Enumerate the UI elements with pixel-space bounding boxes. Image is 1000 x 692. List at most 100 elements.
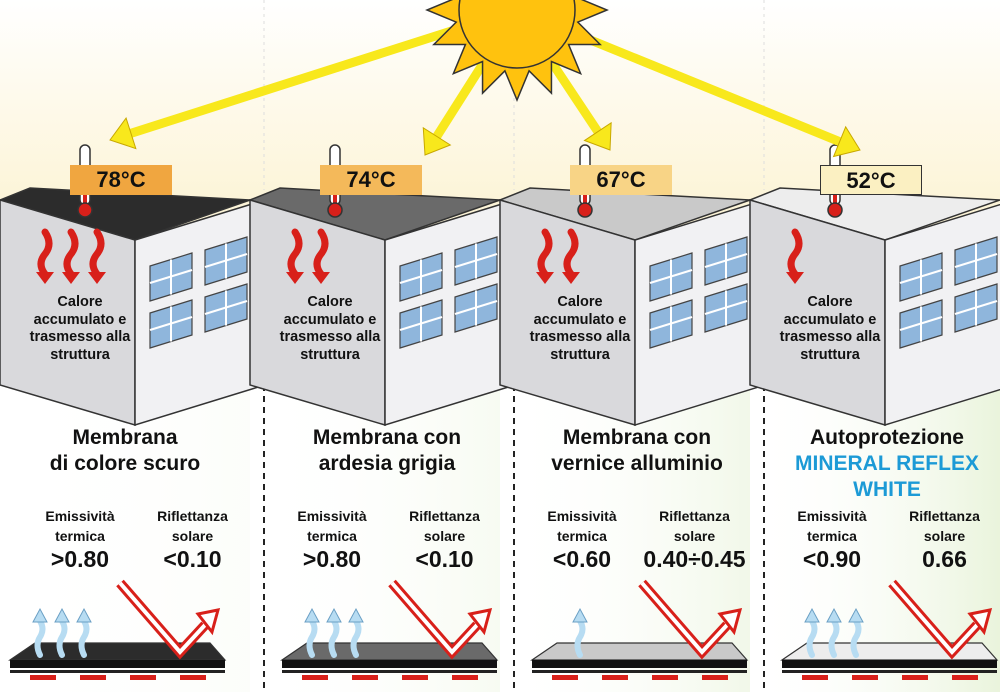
heat-description-line: accumulato e — [33, 311, 127, 328]
building — [247, 144, 516, 427]
emission-arrow-icon — [804, 607, 820, 658]
window-icon — [899, 252, 943, 302]
product-name-line: MINERAL REFLEX — [795, 452, 979, 475]
heat-description-line: trasmesso alla — [29, 329, 131, 345]
reflectance-label: solare — [171, 528, 214, 544]
emissivity-label: Emissività — [547, 508, 617, 524]
panel-title-line: Membrana — [72, 426, 178, 449]
window-icon — [399, 299, 443, 349]
window-icon — [399, 252, 443, 302]
reflection-arrow-icon — [638, 579, 743, 660]
heat-arrow-icon — [786, 228, 804, 284]
sun-ray-arrow — [566, 26, 861, 158]
temperature-label: 52°C — [820, 165, 922, 195]
heat-arrow-icon — [62, 228, 80, 284]
heat-description-line: struttura — [300, 346, 360, 363]
temperature-label: 74°C — [320, 165, 422, 195]
emission-arrow-icon — [76, 607, 92, 658]
emission-arrow-icon — [304, 607, 320, 658]
heat-description-line: Calore — [807, 294, 853, 310]
window-icon — [454, 236, 498, 286]
sun-ray-arrow — [109, 22, 466, 150]
heat-arrow-icon — [88, 228, 106, 284]
heat-description-line: accumulato e — [533, 311, 627, 328]
window-icon — [899, 299, 943, 349]
emissivity-label: termica — [807, 528, 857, 544]
sun-ray-arrow — [422, 54, 492, 156]
heat-description-line: trasmesso alla — [529, 329, 631, 345]
emission-arrow-icon — [32, 607, 48, 658]
reflectance-label: Riflettanza — [659, 508, 730, 524]
panel-title-line: Membrana con — [562, 426, 712, 449]
emission-arrow-icon — [848, 607, 864, 658]
panel-title-line: vernice alluminio — [551, 452, 723, 475]
reflectance-value: 0.66 — [922, 546, 967, 572]
window-icon — [149, 299, 193, 349]
heat-arrow-icon — [286, 228, 304, 284]
heat-description-line: struttura — [800, 346, 860, 363]
window-icon — [954, 283, 998, 333]
reflectance-metric: Riflettanza solare <0.10 — [387, 506, 502, 573]
emissivity-label: Emissività — [45, 508, 115, 524]
reflectance-value: <0.10 — [415, 546, 474, 572]
emission-arrow-icon — [572, 607, 588, 658]
heat-description-line: Calore — [557, 294, 603, 310]
reflectance-label: solare — [673, 528, 716, 544]
reflectance-metric: Riflettanza solare 0.66 — [887, 506, 1000, 573]
window-icon — [704, 236, 748, 286]
heat-description-line: struttura — [550, 346, 610, 363]
window-icon — [954, 236, 998, 286]
emissivity-label: Emissività — [797, 508, 867, 524]
emissivity-value: >0.80 — [50, 546, 110, 572]
window-icon — [149, 252, 193, 302]
heat-description-line: Calore — [307, 294, 353, 310]
emission-arrow-icon — [826, 607, 842, 658]
temperature-label: 67°C — [570, 165, 672, 195]
emission-arrow-icon — [326, 607, 342, 658]
temperature-label: 78°C — [70, 165, 172, 195]
heat-arrow-icon — [536, 228, 554, 284]
reflectance-label: solare — [923, 528, 966, 544]
reflectance-label: Riflettanza — [409, 508, 480, 524]
roof-section — [8, 579, 227, 680]
reflectance-value: 0.40÷0.45 — [643, 546, 746, 572]
reflectance-label: solare — [423, 528, 466, 544]
panel-title-line: ardesia grigia — [318, 452, 456, 475]
building — [0, 144, 266, 427]
reflection-arrow-icon — [388, 579, 493, 660]
roof-section — [530, 579, 749, 680]
reflectance-label: Riflettanza — [909, 508, 980, 524]
emission-arrow-icon — [54, 607, 70, 658]
panel-title: Membrana con vernice alluminio — [512, 425, 762, 477]
emission-arrow-icon — [348, 607, 364, 658]
product-name-line: WHITE — [853, 478, 921, 501]
heat-description-line: accumulato e — [783, 311, 877, 328]
reflection-arrow-icon — [116, 579, 221, 660]
heat-description-line: accumulato e — [283, 311, 377, 328]
heat-arrow-icon — [562, 228, 580, 284]
panel-title-line: di colore scuro — [49, 452, 201, 475]
heat-description-line: trasmesso alla — [779, 329, 881, 345]
heat-description-line: trasmesso alla — [279, 329, 381, 345]
window-icon — [649, 252, 693, 302]
window-icon — [454, 283, 498, 333]
panel-title-line: Autoprotezione — [810, 426, 964, 449]
reflectance-value: <0.10 — [163, 546, 222, 572]
heat-arrow-icon — [312, 228, 330, 284]
panel-title: Membrana di colore scuro — [0, 425, 250, 477]
emissivity-label: Emissività — [297, 508, 367, 524]
heat-arrow-icon — [36, 228, 54, 284]
emissivity-value: <0.60 — [552, 546, 612, 572]
heat-description-line: struttura — [50, 346, 110, 363]
sun-ray-arrow — [543, 53, 612, 151]
reflection-arrow-icon — [888, 579, 993, 660]
